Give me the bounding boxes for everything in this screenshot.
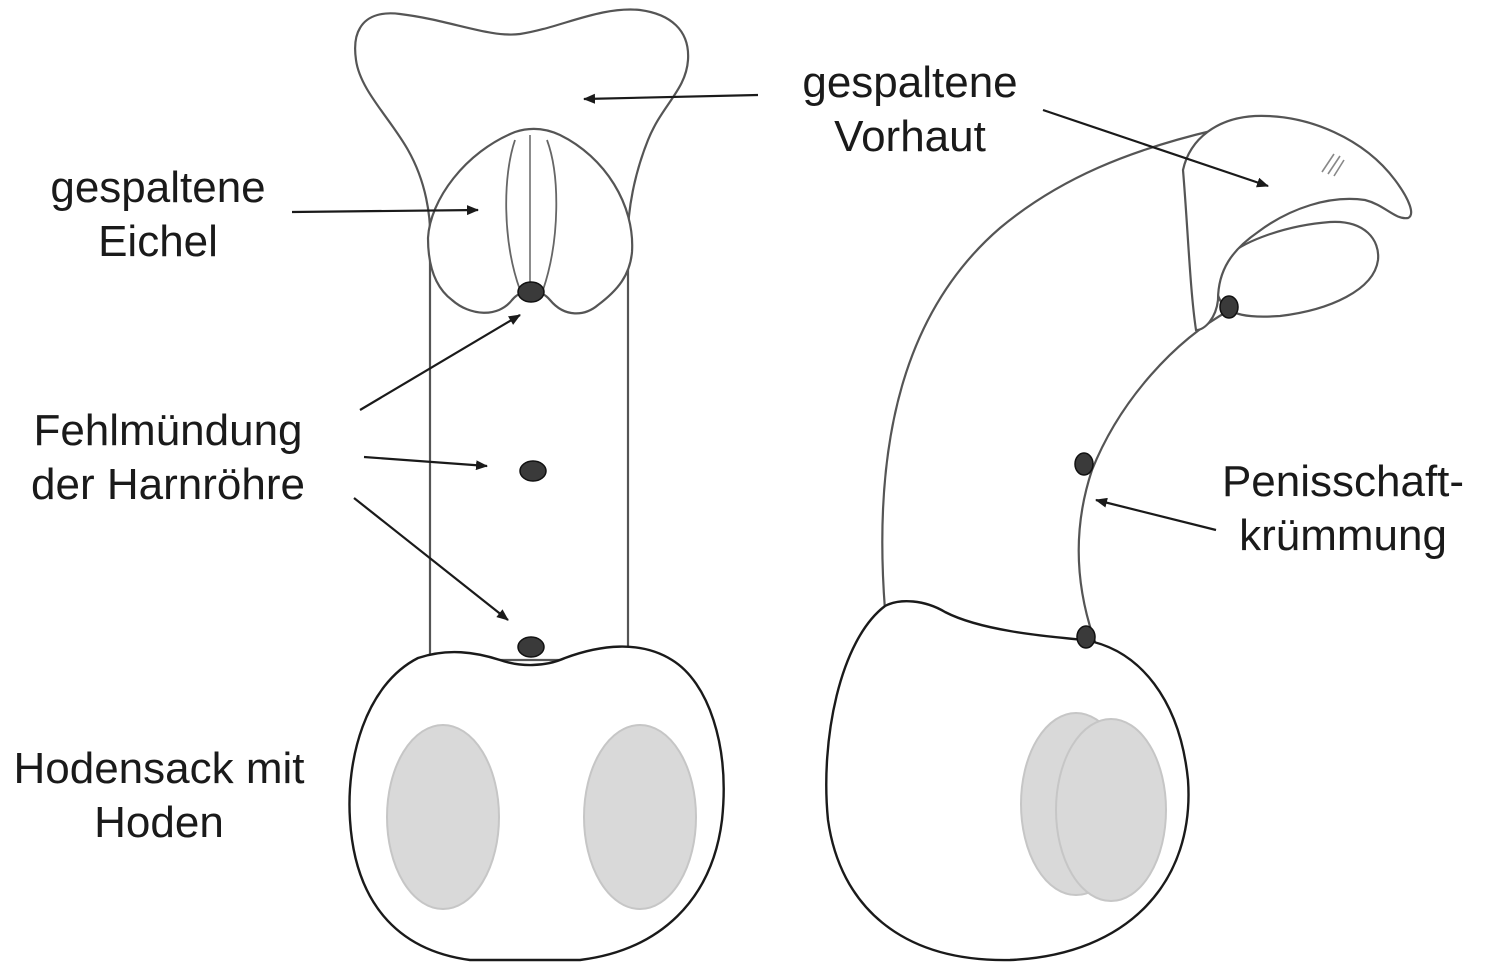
front-opening-glans: [517, 281, 545, 303]
label-hodensack-line1: Hodensack mit: [13, 744, 305, 793]
side-view-figure: [825, 114, 1413, 962]
label-gespaltene-vorhaut-line2: Vorhaut: [834, 112, 986, 161]
label-fehlmuendung-line1: Fehlmündung: [33, 406, 303, 455]
front-opening-shaft: [519, 460, 547, 482]
label-gespaltene-eichel-line2: Eichel: [98, 217, 218, 266]
arrow-fehlmuendung-shaft: [363, 455, 488, 471]
label-hodensack-line2: Hoden: [94, 798, 224, 847]
arrow-fehlmuendung-glans: [359, 314, 521, 411]
side-split-foreskin: [1181, 114, 1413, 332]
arrow-fehlmuendung-base: [353, 497, 509, 621]
arrow-vorhaut-left: [583, 93, 759, 104]
label-fehlmuendung-line2: der Harnröhre: [31, 460, 305, 509]
label-fehlmuendung: Fehlmündung der Harnröhre: [18, 404, 318, 512]
front-opening-base: [517, 636, 545, 658]
side-opening-shaft: [1074, 452, 1094, 476]
callout-arrows: [291, 93, 1269, 621]
side-opening-base: [1076, 625, 1096, 649]
side-opening-glans: [1219, 295, 1239, 319]
label-penisschaft: Penisschaft- krümmung: [1208, 455, 1478, 563]
label-gespaltene-vorhaut: gespaltene Vorhaut: [790, 56, 1030, 164]
side-foreskin-marks: [1321, 153, 1345, 177]
label-hodensack: Hodensack mit Hoden: [4, 742, 314, 850]
label-gespaltene-vorhaut-line1: gespaltene: [802, 58, 1018, 107]
label-gespaltene-eichel-line1: gespaltene: [50, 163, 266, 212]
side-curved-shaft: [881, 128, 1232, 652]
label-penisschaft-line1: Penisschaft-: [1221, 457, 1465, 506]
arrow-eichel: [291, 205, 479, 216]
label-gespaltene-eichel: gespaltene Eichel: [38, 161, 278, 269]
side-testis-front: [1055, 718, 1167, 902]
label-penisschaft-line2: krümmung: [1239, 511, 1447, 560]
arrow-vorhaut-right: [1042, 108, 1269, 188]
arrow-penisschaft: [1095, 497, 1217, 532]
side-glans: [1214, 220, 1380, 318]
front-view-figure: [348, 8, 725, 962]
front-left-testis: [386, 724, 500, 910]
front-right-testis: [583, 724, 697, 910]
front-glans-cleft: [505, 139, 558, 291]
